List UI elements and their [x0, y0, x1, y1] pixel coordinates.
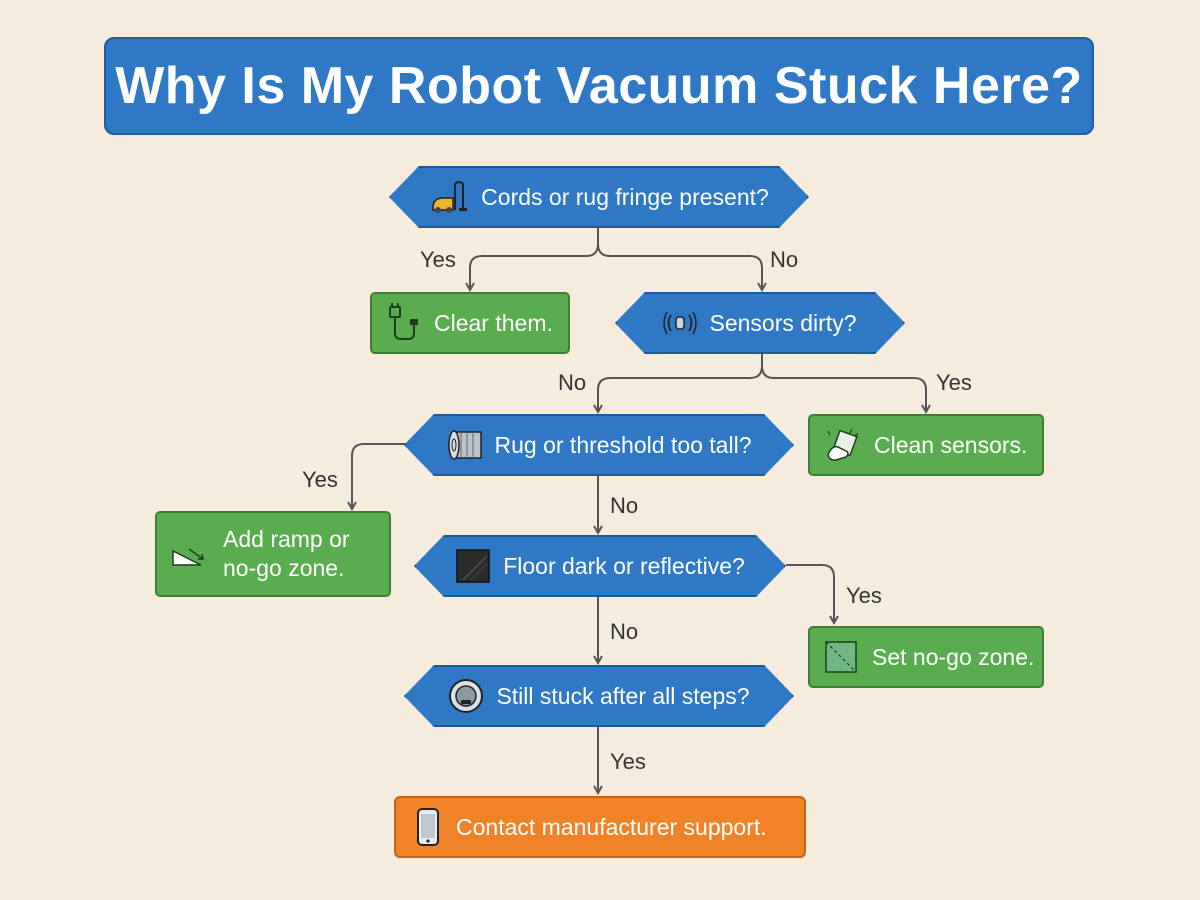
decision-floor: Floor dark or reflective? [414, 535, 786, 597]
action-clean-sensors: Clean sensors. [808, 414, 1044, 476]
decision-sensors-text: Sensors dirty? [709, 309, 857, 336]
action-clean-sensors-text: Clean sensors. [874, 431, 1028, 458]
edge-label-floor-yes: Yes [846, 583, 882, 608]
edge-label-cords-yes: Yes [420, 247, 456, 272]
edge-sensors-no [598, 354, 763, 412]
edge-cords-no [597, 243, 762, 290]
edge-floor-yes [786, 564, 834, 623]
diagram-title: Why Is My Robot Vacuum Stuck Here? [115, 57, 1083, 115]
phone-icon [416, 807, 440, 847]
final-contact-text: Contact manufacturer support. [456, 813, 767, 840]
sensor-waves-icon [663, 308, 697, 338]
decision-rug-text: Rug or threshold too tall? [494, 431, 752, 458]
action-add-ramp-line1: Add ramp or [223, 526, 350, 552]
edge-label-sensors-no: No [558, 370, 587, 395]
ramp-icon [171, 539, 209, 569]
action-clear-them-text: Clear them. [434, 309, 553, 336]
decision-cords-text: Cords or rug fringe present? [481, 183, 769, 210]
decision-rug-threshold: Rug or threshold too tall? [404, 414, 794, 476]
decision-cords: Cords or rug fringe present? [389, 166, 809, 228]
edge-label-cords-no: No [770, 247, 799, 272]
edge-sensors-yes [761, 365, 926, 412]
decision-floor-text: Floor dark or reflective? [503, 552, 745, 579]
action-clear-them: Clear them. [370, 292, 570, 354]
dark-tile-icon [455, 548, 491, 584]
final-contact-support: Contact manufacturer support. [394, 796, 806, 858]
edge-label-sensors-yes: Yes [936, 370, 972, 395]
decision-still-text: Still stuck after all steps? [496, 682, 750, 709]
cable-plug-icon [386, 303, 420, 343]
action-add-ramp-line2: no-go zone. [223, 555, 345, 581]
decision-still-stuck: Still stuck after all steps? [404, 665, 794, 727]
decision-sensors: Sensors dirty? [615, 292, 905, 354]
action-add-ramp: Add ramp or no-go zone. [155, 511, 391, 597]
edge-label-rug-yes: Yes [302, 467, 338, 492]
title-banner: Why Is My Robot Vacuum Stuck Here? [104, 37, 1094, 135]
edge-rug-yes [352, 443, 406, 509]
edge-cords-yes [470, 228, 599, 290]
no-go-zone-icon [824, 640, 858, 674]
rolled-rug-icon [447, 428, 483, 462]
edge-label-floor-no: No [610, 619, 639, 644]
edge-label-rug-no: No [610, 493, 639, 518]
wiping-hand-icon [824, 427, 860, 463]
action-set-no-go: Set no-go zone. [808, 626, 1044, 688]
robot-vacuum-icon [448, 678, 484, 714]
action-set-no-go-text: Set no-go zone. [872, 643, 1035, 670]
edge-label-still-yes: Yes [610, 749, 646, 774]
vacuum-icon [429, 180, 469, 214]
